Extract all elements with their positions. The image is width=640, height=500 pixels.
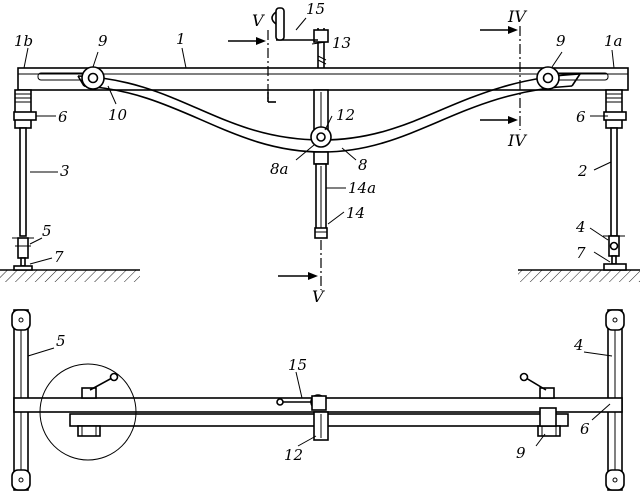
label-frame-end-left: 1b — [14, 32, 33, 50]
label-roller-left: 9 — [98, 32, 108, 50]
horizontal-frame — [17, 67, 629, 91]
vertical-rod — [310, 89, 332, 239]
label-section-iv-bottom: IV — [507, 131, 527, 150]
label-frame-end-right: 1a — [604, 32, 623, 50]
label-roller-right: 9 — [556, 32, 566, 50]
label-foot-left: 5 — [42, 222, 52, 240]
label-leg-right: 2 — [577, 162, 588, 180]
right-leg — [603, 89, 627, 271]
label-foot-right: 4 — [575, 218, 586, 236]
label-crank: 15 — [306, 0, 325, 18]
label-rod-guide: 14a — [348, 179, 376, 197]
label-slot: 10 — [108, 106, 128, 124]
label-clamp-left: 6 — [58, 108, 68, 126]
plan-view: 5 4 15 6 9 12 — [11, 309, 625, 491]
leader-lines-elevation — [23, 17, 615, 265]
label-arc-pivot: 8a — [270, 160, 289, 178]
label-base-right: 7 — [576, 244, 586, 262]
label-pivot-block: 12 — [336, 106, 355, 124]
section-line-v — [228, 30, 322, 290]
plan-label-foot-right: 4 — [573, 336, 584, 354]
plan-label-crank: 15 — [288, 356, 307, 374]
label-section-iv-top: IV — [507, 7, 527, 26]
label-base-left: 7 — [54, 248, 64, 266]
leader-lines-plan — [27, 347, 613, 447]
plan-crank — [276, 394, 327, 411]
left-leg — [12, 89, 37, 271]
ground-left — [0, 269, 140, 282]
label-rod: 14 — [346, 204, 365, 222]
label-frame: 1 — [176, 30, 186, 48]
plan-clamp-right — [519, 372, 561, 437]
label-section-v-bottom: V — [312, 287, 325, 306]
plan-label-pivot-block: 12 — [284, 446, 303, 464]
label-spindle: 13 — [332, 34, 351, 52]
plan-clamp-left — [77, 372, 119, 437]
roller-right — [536, 66, 560, 90]
section-line-iv — [480, 26, 521, 130]
elevation-view: 1b 9 1 10 6 3 5 7 15 13 12 8a 8 14a 14 9… — [0, 0, 640, 306]
plan-label-roller: 9 — [516, 444, 526, 462]
spindle-assembly — [271, 7, 329, 68]
label-clamp-right: 6 — [576, 108, 586, 126]
plan-label-clamp: 6 — [580, 420, 590, 438]
label-leg-left: 3 — [60, 162, 70, 180]
label-section-v-top: V — [252, 11, 265, 30]
roller-left — [81, 66, 105, 90]
ground-right — [518, 269, 640, 282]
label-arc: 8 — [358, 156, 368, 174]
plan-label-foot-left: 5 — [56, 332, 66, 350]
plan-pivot-block — [313, 411, 329, 441]
plan-detail-circle — [39, 363, 137, 461]
